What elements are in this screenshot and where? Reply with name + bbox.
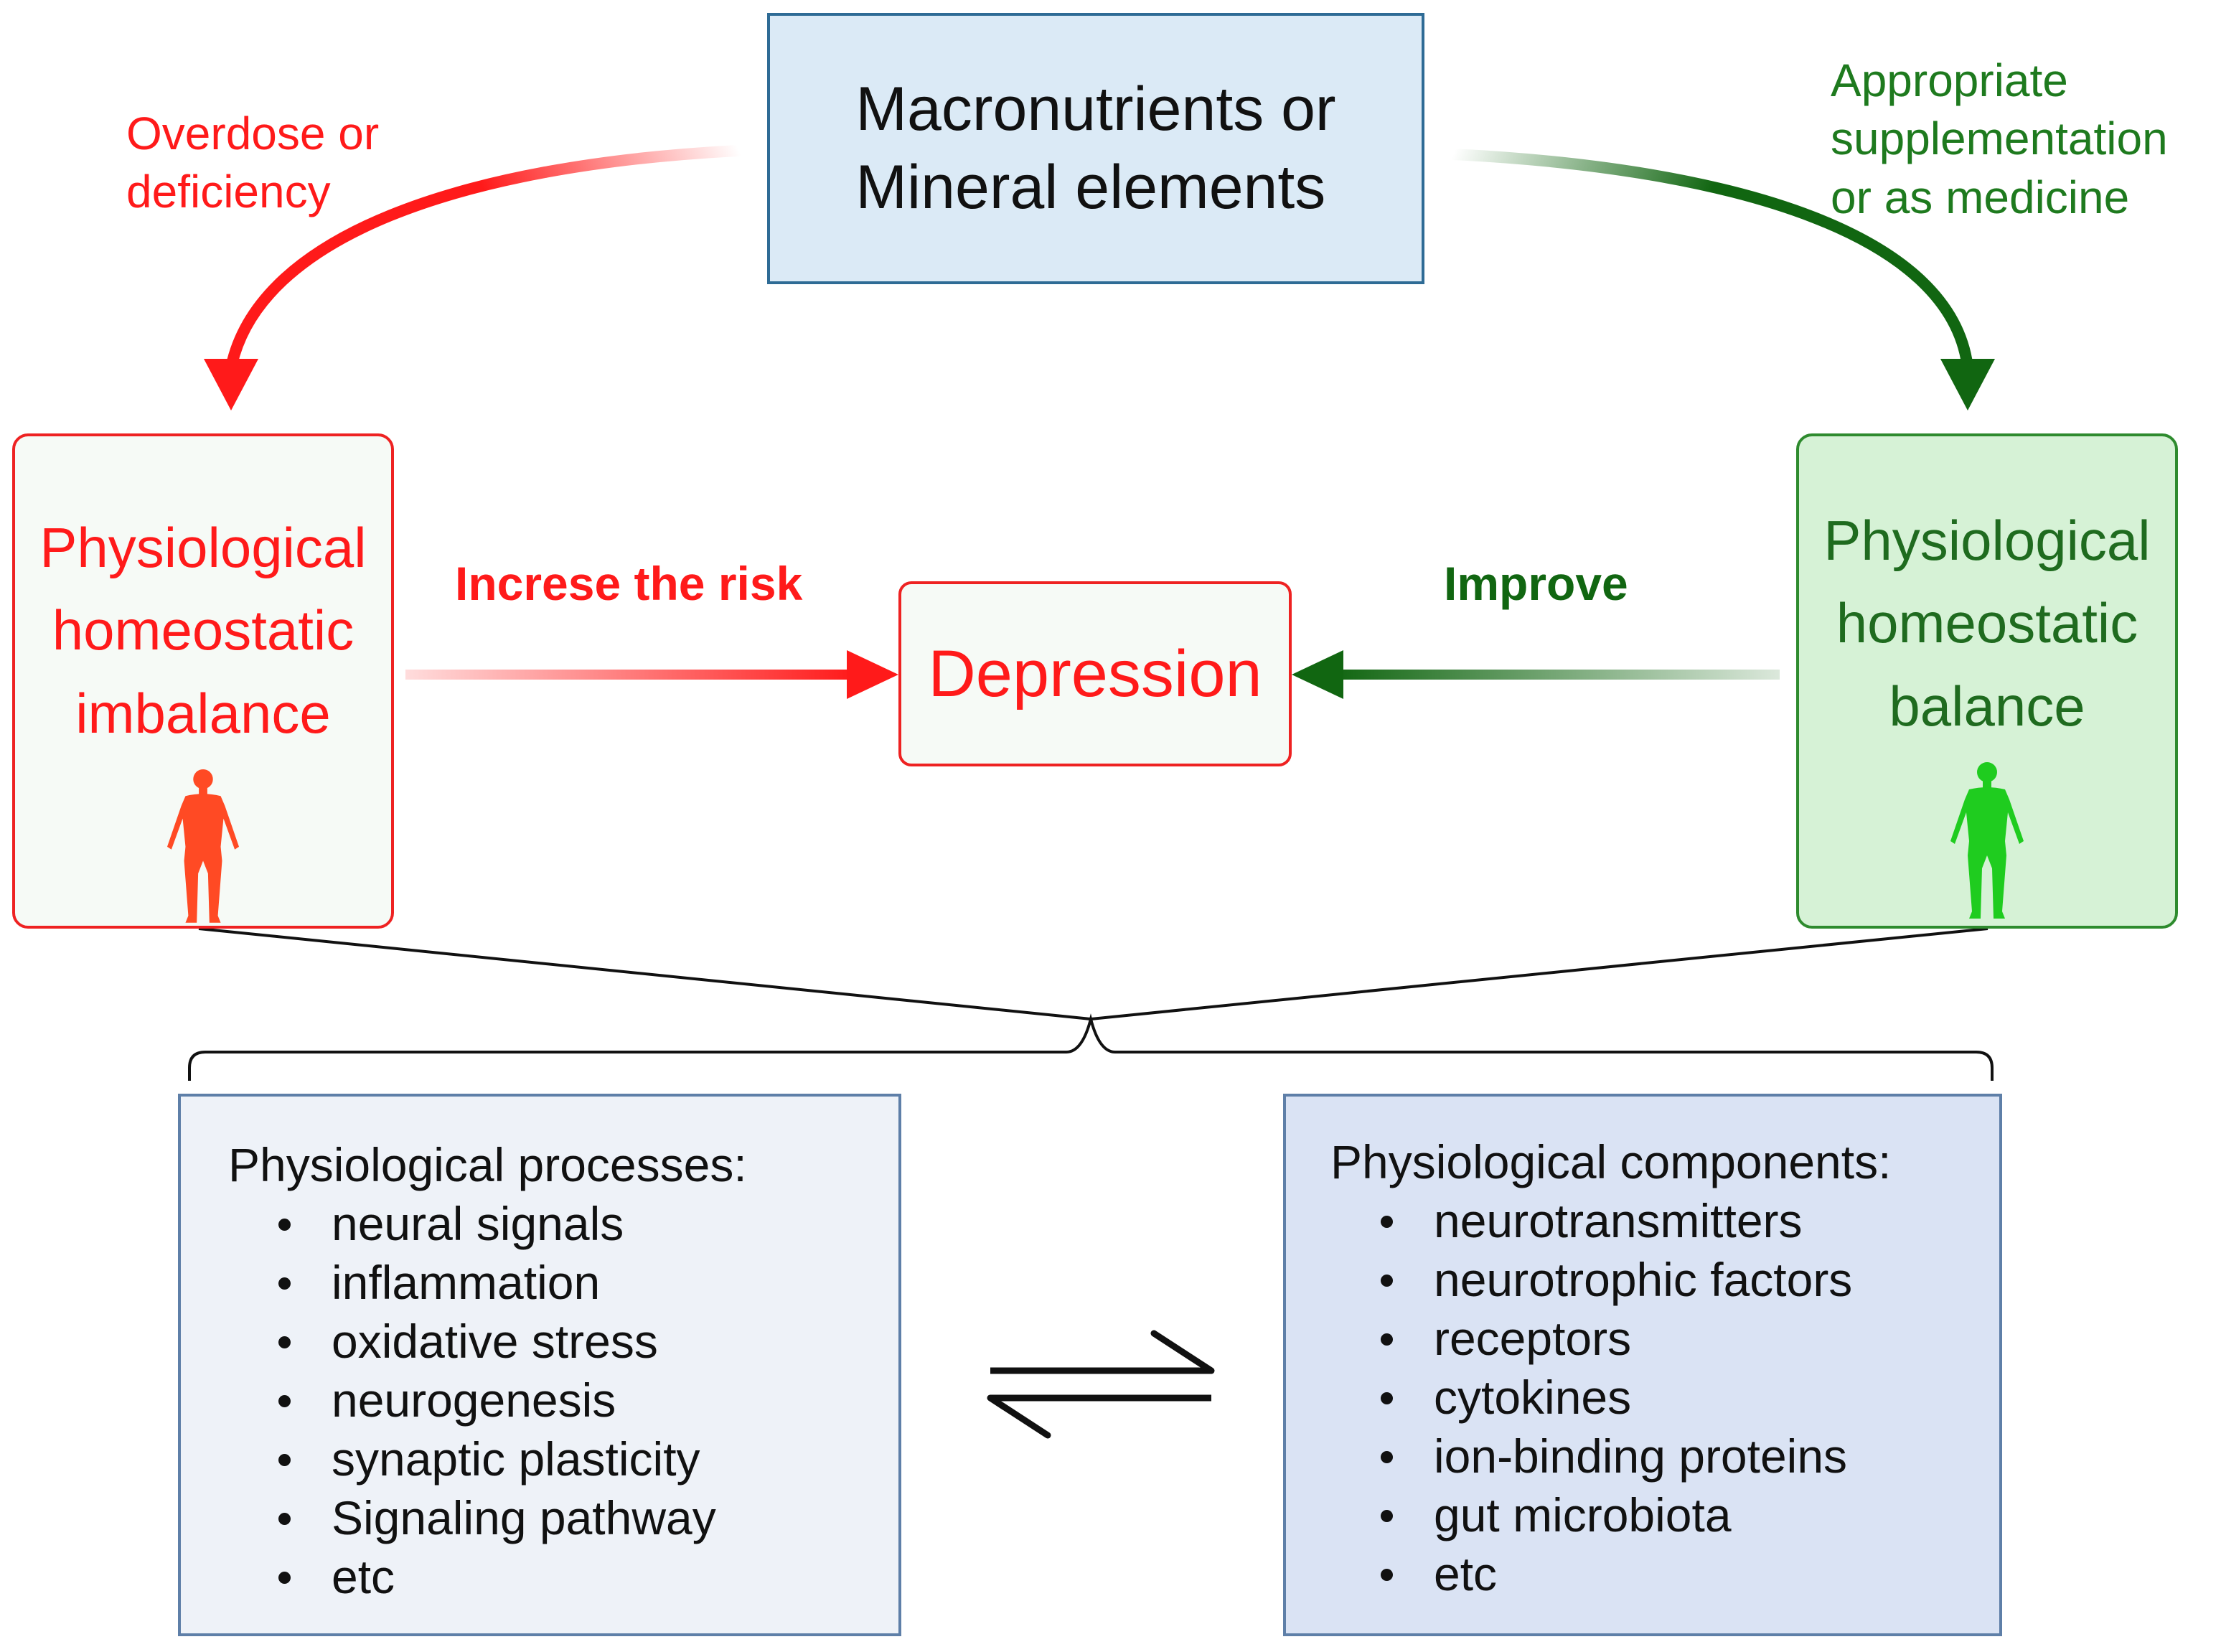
processes-heading: Physiological processes:	[228, 1138, 747, 1191]
balance-line-1: Physiological	[1823, 509, 2151, 572]
depression-label: Depression	[928, 637, 1262, 710]
imbalance-line-1: Physiological	[39, 516, 367, 579]
supplementation-label-line-2: supplementation	[1831, 113, 2168, 165]
list-item: gut microbiota	[1381, 1486, 1999, 1544]
human-figure-icon	[166, 769, 240, 924]
list-item: neural signals	[278, 1194, 898, 1253]
list-item: neurogenesis	[278, 1371, 898, 1430]
macronutrients-line-1: Macronutrients or	[855, 74, 1336, 144]
physiological-components-box: Physiological components: neurotransmitt…	[1283, 1094, 2002, 1636]
overdose-label-line-2: deficiency	[126, 166, 331, 218]
risk-arrowhead	[847, 650, 898, 699]
imbalance-line-3: imbalance	[75, 681, 331, 745]
list-item: Signaling pathway	[278, 1488, 898, 1547]
improve-arrowhead	[1292, 650, 1343, 699]
list-item: synaptic plasticity	[278, 1430, 898, 1488]
list-item: neurotrophic factors	[1381, 1250, 1999, 1309]
balance-line-2: homeostatic	[1836, 591, 2138, 655]
supplementation-curved-arrow	[1447, 149, 1973, 373]
increase-risk-label: Increse the risk	[455, 557, 803, 610]
imbalance-line-2: homeostatic	[52, 599, 354, 662]
list-item: etc	[278, 1547, 898, 1606]
supplementation-label-line-3: or as medicine	[1831, 171, 2130, 223]
list-item: etc	[1381, 1544, 1999, 1603]
improve-label: Improve	[1444, 557, 1628, 610]
list-item: inflammation	[278, 1253, 898, 1312]
overdose-curved-arrow	[225, 145, 743, 373]
processes-list: neural signals inflammation oxidative st…	[228, 1194, 898, 1606]
balance-line-3: balance	[1889, 674, 2085, 738]
human-figure-icon	[1950, 762, 2024, 919]
overdose-label: Overdose or deficiency	[126, 105, 379, 222]
list-item: ion-binding proteins	[1381, 1427, 1999, 1486]
supplementation-label: Appropriate supplementation or as medici…	[1831, 52, 2168, 227]
depression-box: Depression	[898, 581, 1292, 766]
list-item: receptors	[1381, 1309, 1999, 1368]
supplementation-arrowhead	[1940, 359, 1995, 410]
homeostatic-imbalance-box: Physiological homeostatic imbalance	[12, 433, 394, 929]
list-item: cytokines	[1381, 1368, 1999, 1427]
components-heading: Physiological components:	[1330, 1135, 1892, 1188]
physiological-processes-box: Physiological processes: neural signals …	[178, 1094, 901, 1636]
macronutrients-box: Macronutrients or Mineral elements	[767, 13, 1424, 284]
overdose-arrowhead	[204, 359, 258, 410]
converge-line-left	[198, 927, 1091, 1020]
converge-line-right	[1090, 927, 1988, 1020]
homeostatic-balance-box: Physiological homeostatic balance	[1796, 433, 2178, 929]
reversible-arrows-icon	[987, 1330, 1215, 1439]
curly-brace	[188, 1013, 1994, 1081]
list-item: oxidative stress	[278, 1312, 898, 1371]
macronutrients-line-2: Mineral elements	[855, 153, 1326, 222]
components-list: neurotransmitters neurotrophic factors r…	[1330, 1191, 1999, 1603]
overdose-label-line-1: Overdose or	[126, 108, 380, 159]
supplementation-label-line-1: Appropriate	[1831, 55, 2068, 106]
list-item: neurotransmitters	[1381, 1191, 1999, 1250]
